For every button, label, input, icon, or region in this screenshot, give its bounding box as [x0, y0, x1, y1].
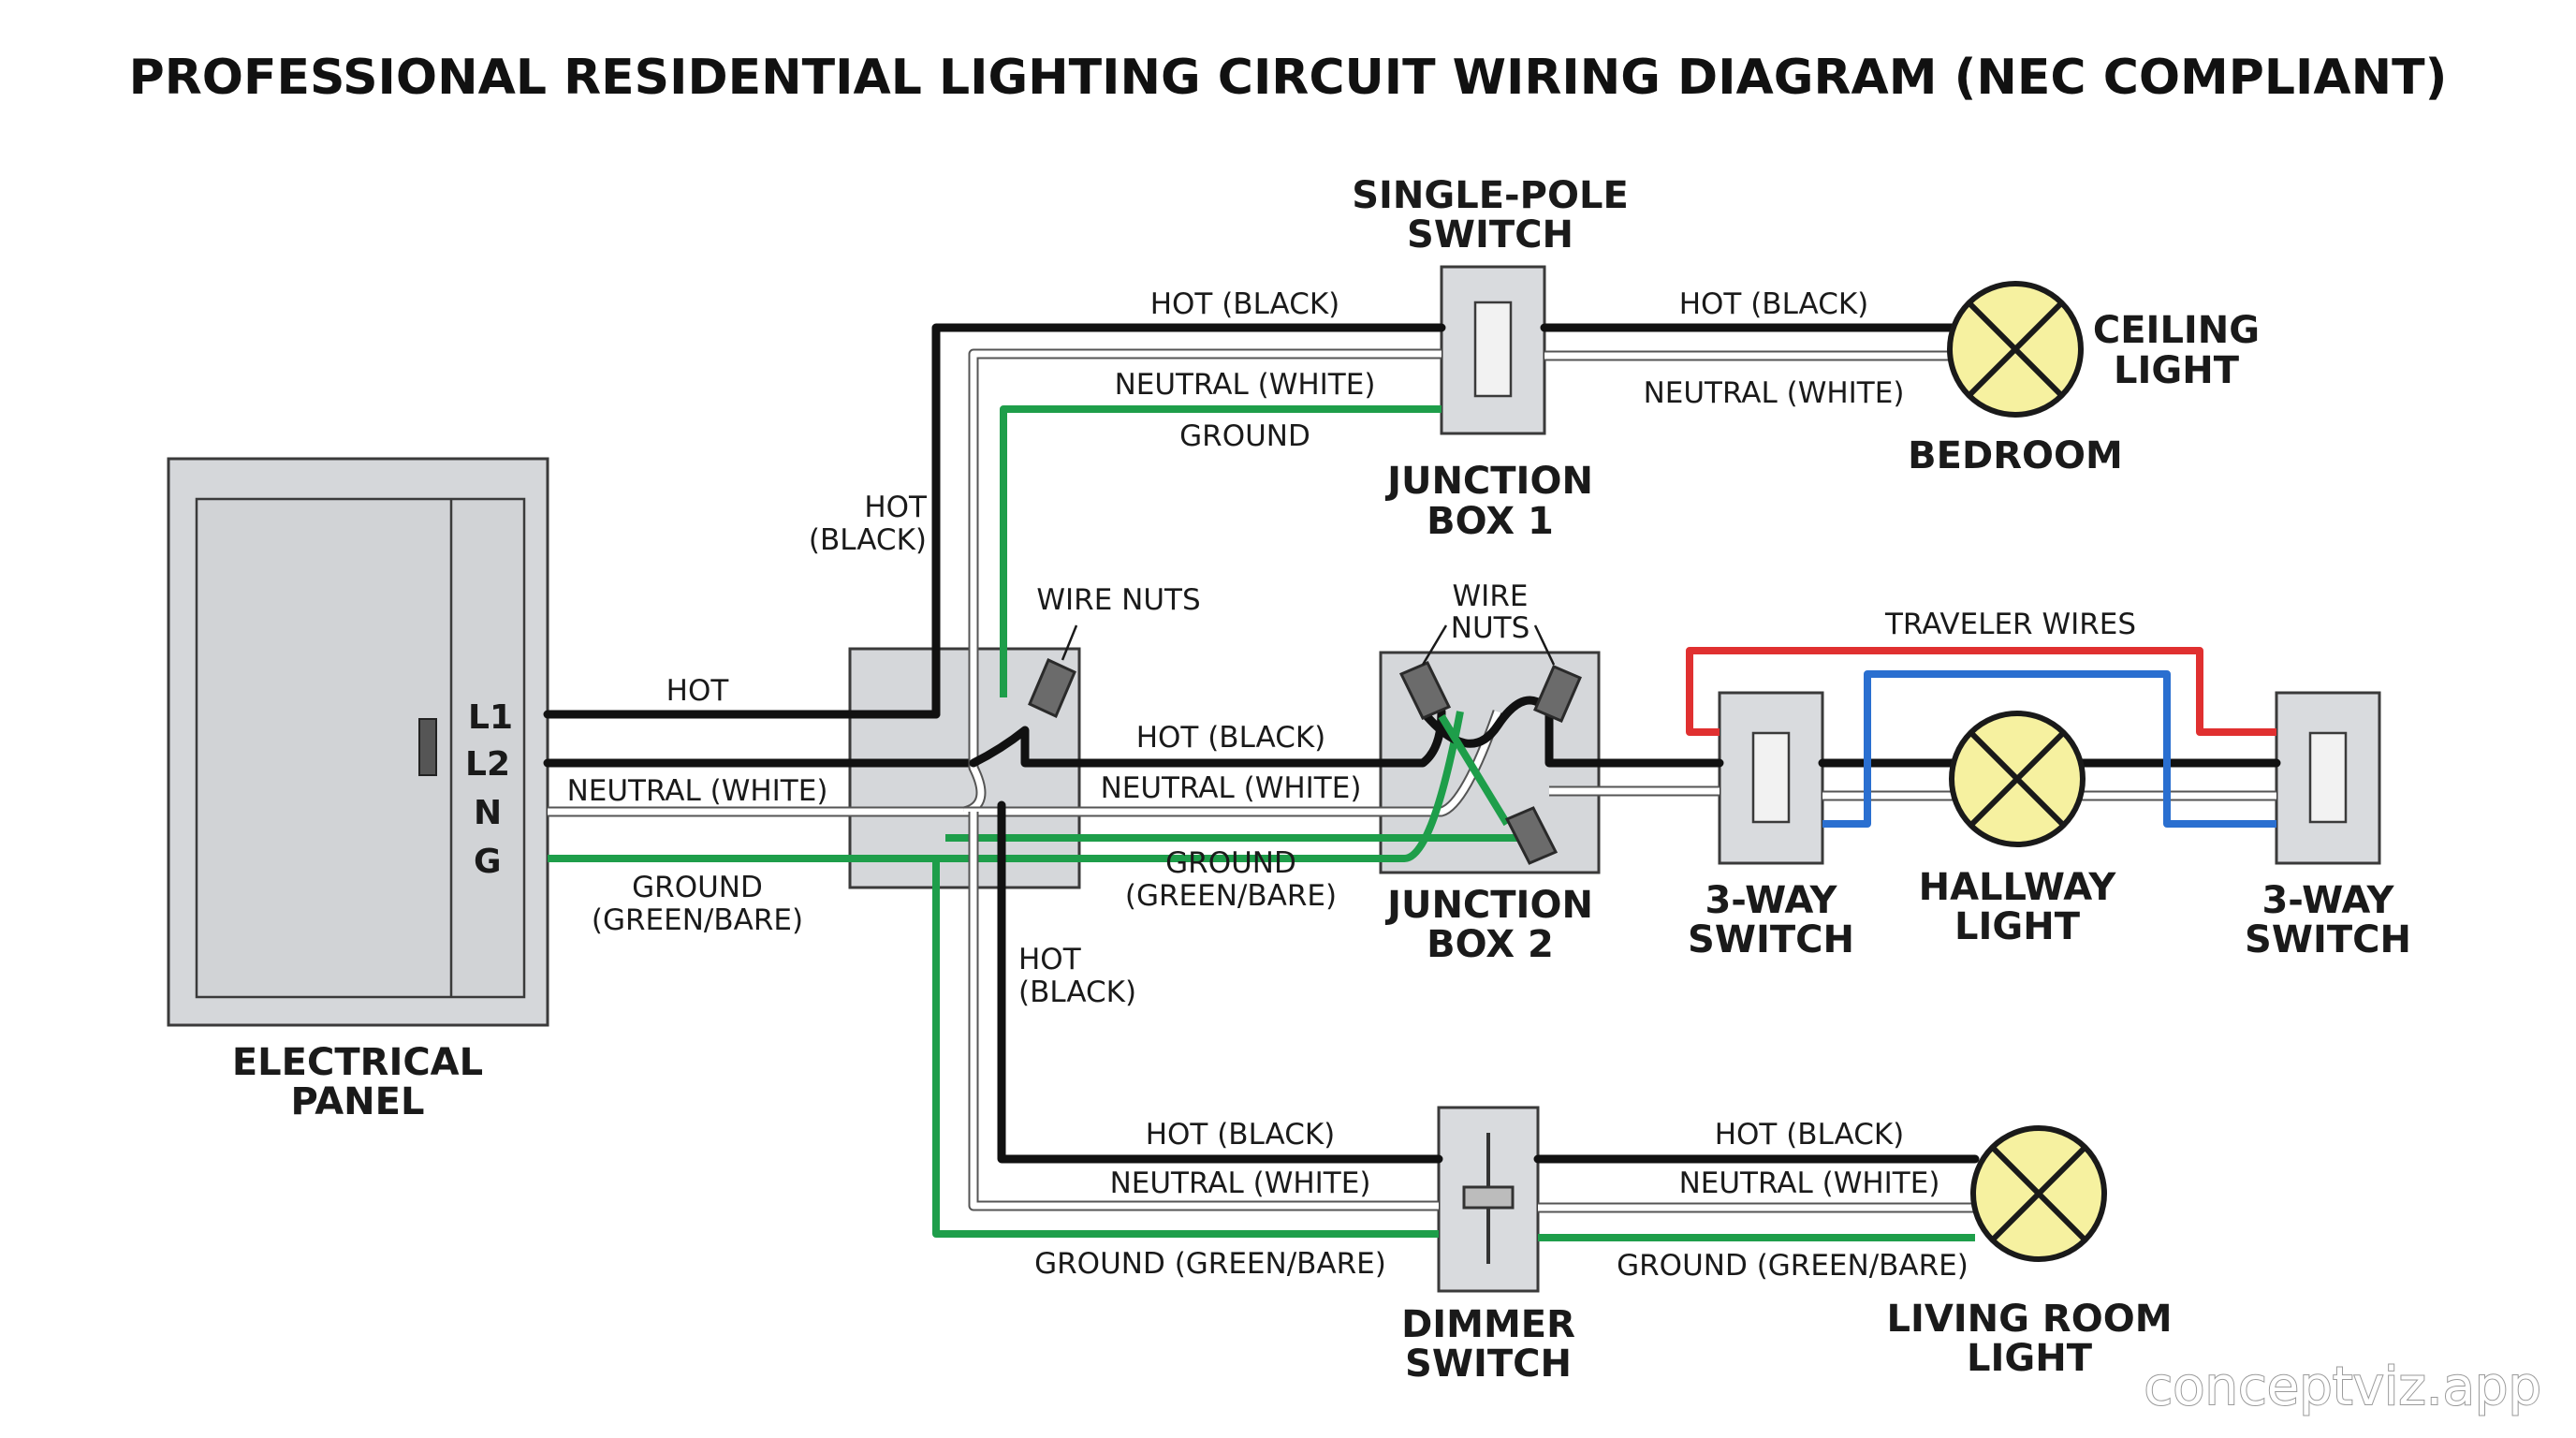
panel-latch	[418, 718, 437, 776]
living-room-light	[1970, 1125, 2107, 1262]
living-neutral-in-label: NEUTRAL (WHITE)	[1110, 1167, 1371, 1200]
jb2-wire-nuts-label-line1: WIRE	[1453, 580, 1529, 613]
vertical-hot-lower-line2: (BLACK)	[1018, 976, 1136, 1009]
hallway-ground-label-line1: GROUND	[1165, 846, 1296, 880]
bedroom-neutral-in-label: NEUTRAL (WHITE)	[1115, 368, 1376, 402]
hallway-light	[1949, 711, 2086, 847]
living-room-light-label-line1: LIVING ROOM	[1886, 1298, 2172, 1341]
living-room-light-label-line2: LIGHT	[1967, 1337, 2093, 1380]
terminal-l1-label: L1	[468, 698, 513, 737]
feed-ground-label-line1: GROUND	[632, 871, 763, 904]
single-pole-switch	[1440, 265, 1546, 435]
bedroom-hot-out-label: HOT (BLACK)	[1679, 287, 1869, 321]
hallway-ground-label-line2: (GREEN/BARE)	[1125, 879, 1337, 913]
living-neutral-out-label: NEUTRAL (WHITE)	[1679, 1167, 1940, 1200]
junction-box-2-label-line1: JUNCTION	[1384, 884, 1593, 927]
dimmer-switch-label-line2: SWITCH	[1405, 1343, 1572, 1386]
terminal-l2-label: L2	[465, 745, 510, 784]
vertical-hot-upper-line1: HOT	[864, 491, 928, 524]
watermark: conceptviz.app	[2144, 1357, 2541, 1417]
wire-nut-jb2-left	[1398, 661, 1452, 720]
junction-box-1-label-line2: BOX 1	[1427, 500, 1554, 543]
feed-neutral-label: NEUTRAL (WHITE)	[567, 774, 828, 808]
bedroom-hot-in-label: HOT (BLACK)	[1150, 287, 1340, 321]
junction-box-1-label-line1: JUNCTION	[1384, 460, 1593, 503]
terminal-n-label: N	[474, 794, 502, 832]
dimmer-switch-label-line1: DIMMER	[1401, 1303, 1575, 1346]
traveler-wires-label: TRAVELER WIRES	[1884, 608, 2136, 641]
junction-box-2-label-line2: BOX 2	[1427, 923, 1554, 966]
three-way-switch-left	[1718, 691, 1824, 865]
wire-nuts-main-label: WIRE NUTS	[1036, 583, 1200, 617]
dimmer-switch	[1437, 1106, 1540, 1293]
three-way-switch-right-label-line1: 3-WAY	[2261, 879, 2394, 922]
hallway-light-label-line1: HALLWAY	[1919, 866, 2117, 909]
three-way-switch-right	[2275, 691, 2381, 865]
hallway-light-label-line2: LIGHT	[1954, 905, 2081, 948]
bedroom-ceiling-light	[1947, 281, 2084, 418]
ceiling-light-label-line2: LIGHT	[2114, 349, 2240, 392]
vertical-hot-upper-line2: (BLACK)	[809, 523, 927, 557]
panel-label-line2: PANEL	[291, 1080, 425, 1123]
single-pole-switch-label-line2: SWITCH	[1407, 213, 1573, 257]
wire-nut-jb2-bottom	[1504, 806, 1559, 865]
feed-ground-label-line2: (GREEN/BARE)	[592, 903, 803, 937]
ceiling-light-label-line1: CEILING	[2093, 309, 2260, 352]
three-way-switch-left-label-line1: 3-WAY	[1705, 879, 1837, 922]
bedroom-ground-in-label: GROUND	[1179, 419, 1310, 453]
panel-label-line1: ELECTRICAL	[232, 1041, 483, 1084]
diagram-title: PROFESSIONAL RESIDENTIAL LIGHTING CIRCUI…	[129, 50, 2448, 106]
bedroom-neutral-out-label: NEUTRAL (WHITE)	[1644, 376, 1905, 410]
hallway-hot-label: HOT (BLACK)	[1136, 721, 1326, 755]
wire-nut-jb2-right	[1533, 665, 1582, 723]
living-ground-out-label: GROUND (GREEN/BARE)	[1617, 1249, 1969, 1283]
three-way-switch-right-label-line2: SWITCH	[2245, 918, 2411, 961]
living-hot-in-label: HOT (BLACK)	[1146, 1118, 1336, 1152]
three-way-switch-left-label-line2: SWITCH	[1688, 918, 1854, 961]
living-ground-in-label: GROUND (GREEN/BARE)	[1034, 1247, 1386, 1281]
feed-hot-label: HOT	[666, 674, 730, 708]
bedroom-label: BEDROOM	[1908, 434, 2123, 477]
living-hot-out-label: HOT (BLACK)	[1715, 1118, 1905, 1152]
terminal-g-label: G	[474, 843, 502, 881]
single-pole-switch-label-line1: SINGLE-POLE	[1352, 174, 1629, 217]
vertical-hot-lower-line1: HOT	[1018, 943, 1082, 976]
jb2-wire-nuts-label-line2: NUTS	[1451, 611, 1530, 645]
hallway-neutral-label: NEUTRAL (WHITE)	[1101, 771, 1362, 805]
electrical-panel	[167, 457, 549, 1027]
wire-nut-main	[1028, 657, 1076, 719]
